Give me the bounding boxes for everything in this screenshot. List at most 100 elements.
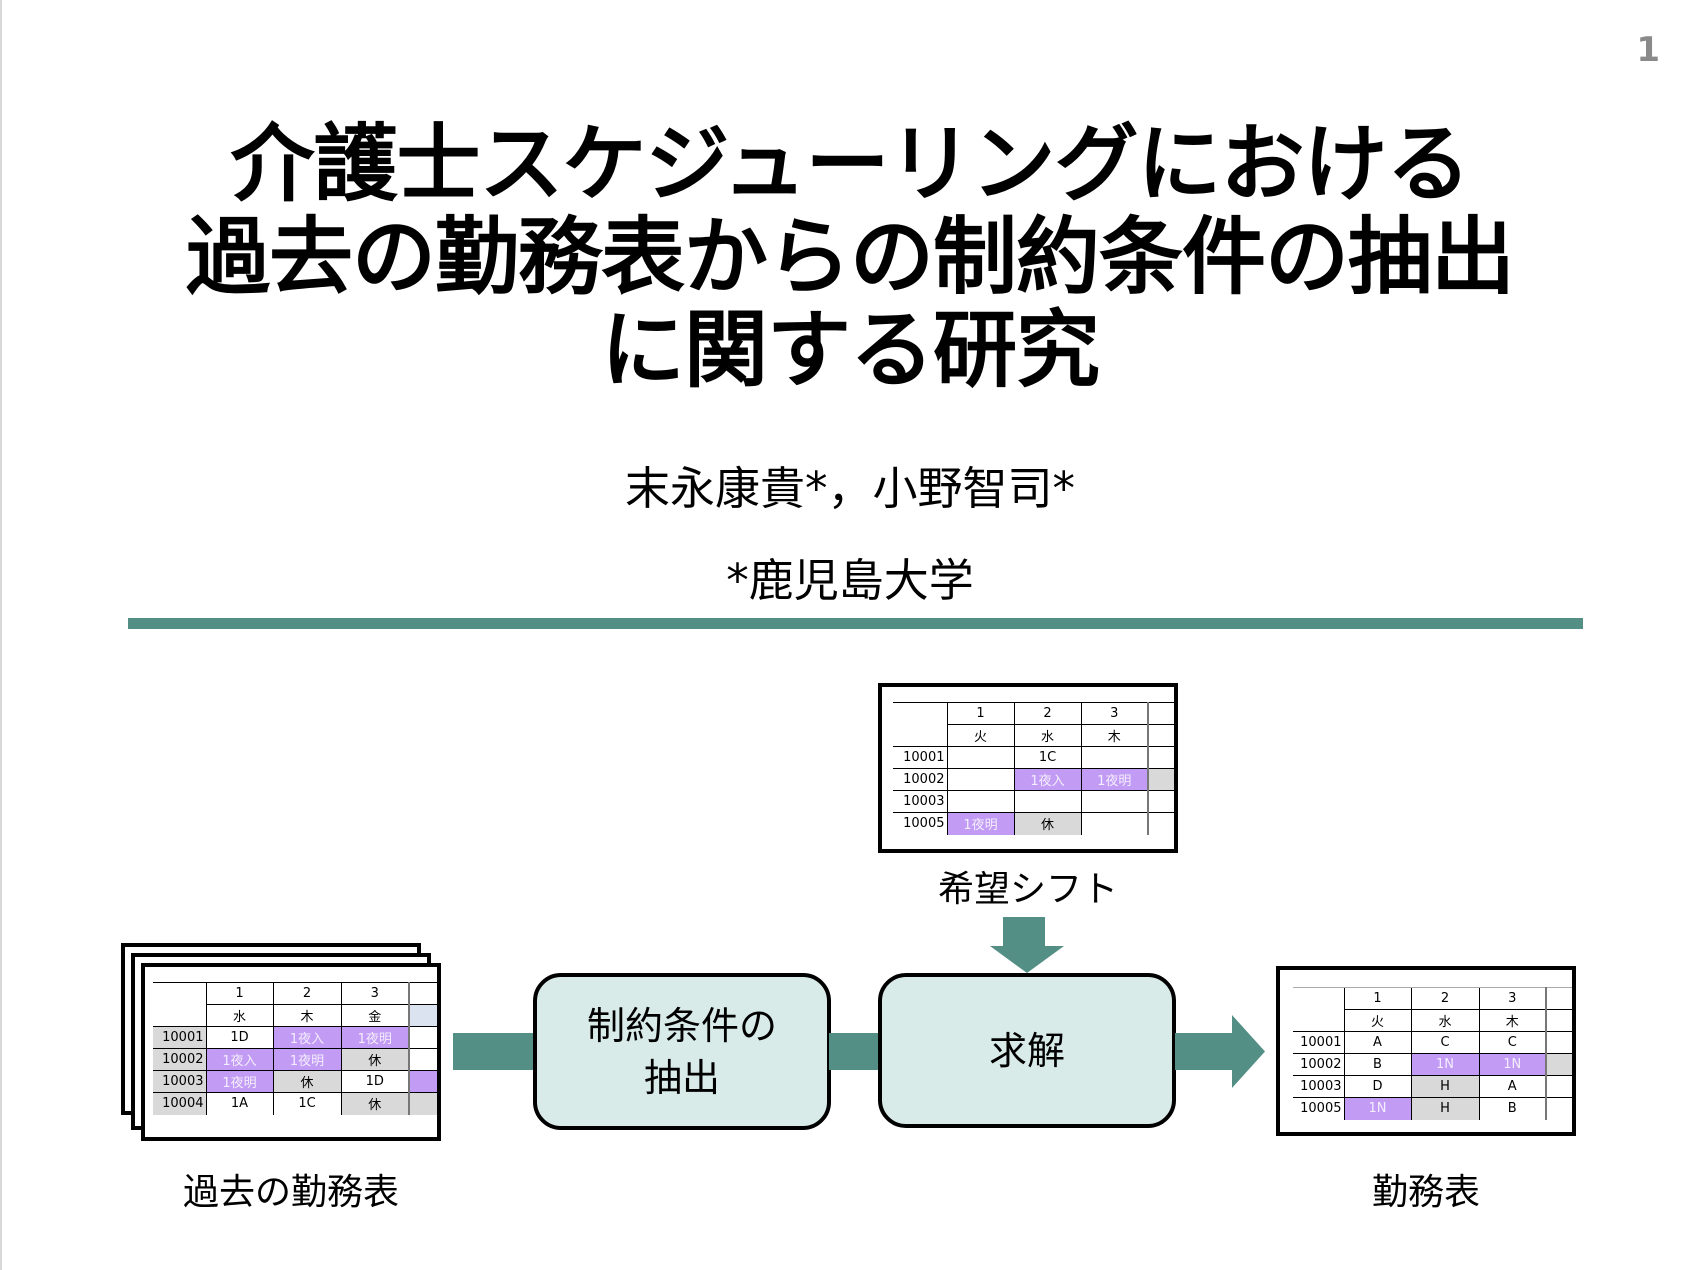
day-header: 1 xyxy=(205,982,273,1005)
table-row: 10003 1夜明 休 1D xyxy=(153,1070,437,1093)
shift-cell: C xyxy=(1410,1031,1479,1054)
result-table: 1 2 3 火 水 木 10001 A C C 10002 B 1N 1N 10… xyxy=(1293,987,1572,1120)
shift-cell: 1D xyxy=(205,1026,273,1049)
shift-cell: 1D xyxy=(340,1070,409,1093)
request-table-caption: 希望シフト xyxy=(937,869,1118,910)
table-header-weekdays: 火 水 木 xyxy=(893,724,1174,747)
shift-cell: D xyxy=(1343,1075,1411,1098)
shift-cell xyxy=(1080,746,1148,769)
extraction-label-line-2: 抽出 xyxy=(643,1055,720,1100)
request-table: 1 2 3 火 水 木 10001 1C 10002 1夜入 1夜明 100 xyxy=(893,702,1174,835)
shift-cell: 1N xyxy=(1410,1053,1479,1076)
table-header-weekdays: 火 水 木 xyxy=(1293,1009,1572,1032)
arrow-requests-to-solve-shaft xyxy=(1003,917,1045,947)
result-table-caption: 勤務表 xyxy=(1371,1172,1480,1213)
table-header-days: 1 2 3 xyxy=(153,982,437,1005)
page-number: 1 xyxy=(1636,30,1660,70)
extraction-step-box: 制約条件の 抽出 xyxy=(533,973,831,1130)
result-table-frame: 1 2 3 火 水 木 10001 A C C 10002 B 1N 1N 10… xyxy=(1276,966,1576,1136)
staff-id: 10002 xyxy=(1293,1053,1344,1076)
shift-cell xyxy=(946,790,1014,813)
weekday-header: 火 xyxy=(1343,1009,1411,1032)
table-row: 10002 1夜入 1夜明 休 xyxy=(153,1048,437,1071)
solve-step-box: 求解 xyxy=(878,973,1176,1128)
weekday-header: 火 xyxy=(946,724,1014,747)
day-header: 1 xyxy=(1343,987,1411,1010)
shift-cell: 1夜明 xyxy=(205,1070,273,1093)
staff-id: 10003 xyxy=(1293,1075,1344,1098)
title-line-1: 介護士スケジューリングにおける xyxy=(230,115,1470,213)
extraction-label-line-1: 制約条件の xyxy=(586,1003,777,1048)
corner-cell xyxy=(153,982,206,1005)
table-row: 10005 1N H B xyxy=(1293,1097,1572,1120)
weekday-header: 水 xyxy=(205,1004,273,1027)
weekday-header: 金 xyxy=(340,1004,409,1027)
weekday-header: 木 xyxy=(272,1004,341,1027)
shift-cell: 1C xyxy=(1013,746,1081,769)
staff-id: 10004 xyxy=(153,1092,206,1115)
table-row: 10004 1A 1C 休 xyxy=(153,1092,437,1115)
staff-id: 10001 xyxy=(153,1026,206,1049)
shift-cell: 1N xyxy=(1478,1053,1546,1076)
staff-id: 10005 xyxy=(893,812,947,835)
shift-cell xyxy=(1013,790,1081,813)
table-header-days: 1 2 3 xyxy=(893,702,1174,725)
past-table-frame: 1 2 3 水 木 金 10001 1D 1夜入 1夜明 10002 1夜入 1… xyxy=(141,963,441,1141)
shift-cell: B xyxy=(1343,1053,1411,1076)
shift-cell: 1A xyxy=(205,1092,273,1115)
day-header: 2 xyxy=(1013,702,1081,725)
past-table: 1 2 3 水 木 金 10001 1D 1夜入 1夜明 10002 1夜入 1… xyxy=(153,982,437,1115)
day-header: 2 xyxy=(1410,987,1479,1010)
table-row: 10005 1夜明 休 xyxy=(893,812,1174,835)
table-row: 10002 B 1N 1N xyxy=(1293,1053,1572,1076)
arrow-to-result-shaft xyxy=(1175,1033,1233,1070)
weekday-header: 水 xyxy=(1013,724,1081,747)
shift-cell: 1夜入 xyxy=(272,1026,341,1049)
shift-cell: 休 xyxy=(1013,812,1081,835)
staff-id: 10003 xyxy=(153,1070,206,1093)
authors: 末永康貴*，小野智司* xyxy=(624,462,1075,515)
divider xyxy=(128,618,1583,629)
shift-cell: 休 xyxy=(272,1070,341,1093)
solve-label: 求解 xyxy=(988,1028,1065,1073)
shift-cell: 1N xyxy=(1343,1097,1411,1120)
table-header-weekdays: 水 木 金 xyxy=(153,1004,437,1027)
shift-cell: H xyxy=(1410,1097,1479,1120)
day-header: 3 xyxy=(340,982,409,1005)
shift-cell: 1C xyxy=(272,1092,341,1115)
arrow-to-extraction xyxy=(453,1033,538,1070)
staff-id: 10005 xyxy=(1293,1097,1344,1120)
table-row: 10001 1D 1夜入 1夜明 xyxy=(153,1026,437,1049)
shift-cell: 1夜明 xyxy=(946,812,1014,835)
staff-id: 10003 xyxy=(893,790,947,813)
shift-cell: B xyxy=(1478,1097,1546,1120)
table-row: 10003 xyxy=(893,790,1174,813)
staff-id: 10001 xyxy=(893,746,947,769)
table-header-days: 1 2 3 xyxy=(1293,987,1572,1010)
title-line-2: 過去の勤務表からの制約条件の抽出 xyxy=(185,208,1515,306)
shift-cell: 休 xyxy=(340,1092,409,1115)
day-header: 3 xyxy=(1080,702,1148,725)
staff-id: 10002 xyxy=(153,1048,206,1071)
slide-title: 介護士スケジューリングにおける 過去の勤務表からの制約条件の抽出 に関する研究 xyxy=(0,118,1700,397)
arrow-to-solve xyxy=(829,1033,881,1070)
weekday-header: 木 xyxy=(1080,724,1148,747)
shift-cell: 1夜入 xyxy=(1013,768,1081,791)
weekday-header: 木 xyxy=(1478,1009,1546,1032)
shift-cell xyxy=(946,768,1014,791)
table-row: 10003 D H A xyxy=(1293,1075,1572,1098)
table-row: 10002 1夜入 1夜明 xyxy=(893,768,1174,791)
shift-cell: 1夜入 xyxy=(205,1048,273,1071)
shift-cell: 1夜明 xyxy=(340,1026,409,1049)
day-header: 1 xyxy=(946,702,1014,725)
shift-cell xyxy=(1080,790,1148,813)
shift-cell: 休 xyxy=(340,1048,409,1071)
shift-cell: A xyxy=(1343,1031,1411,1054)
affiliation: *鹿児島大学 xyxy=(726,554,974,607)
past-table-caption: 過去の勤務表 xyxy=(182,1172,399,1213)
weekday-header: 水 xyxy=(1410,1009,1479,1032)
arrow-to-result-head xyxy=(1232,1015,1265,1088)
staff-id: 10001 xyxy=(1293,1031,1344,1054)
shift-cell: 1夜明 xyxy=(1080,768,1148,791)
day-header: 3 xyxy=(1478,987,1546,1010)
